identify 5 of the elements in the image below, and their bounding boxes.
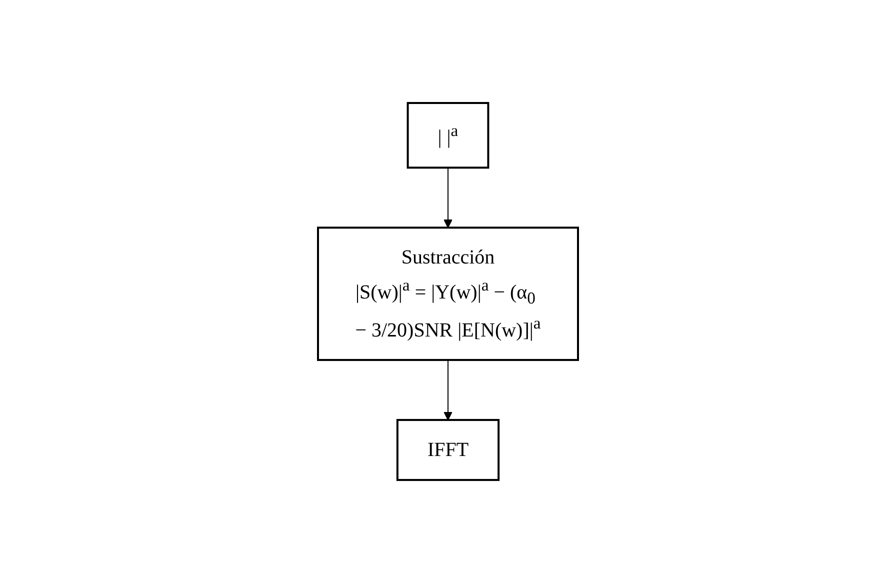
node-box: Sustracción |S(w)|$^{a}$ = |Y(w)|$^{a}$ − (α$_{0}$ − 3/20)SNR |E[N(w)]|$^{a}$ <box>317 226 579 361</box>
arrow <box>444 359 452 420</box>
arrow <box>444 167 452 228</box>
node-box: | |$^{a}$ <box>406 102 490 169</box>
node-box: IFFT <box>396 418 500 481</box>
